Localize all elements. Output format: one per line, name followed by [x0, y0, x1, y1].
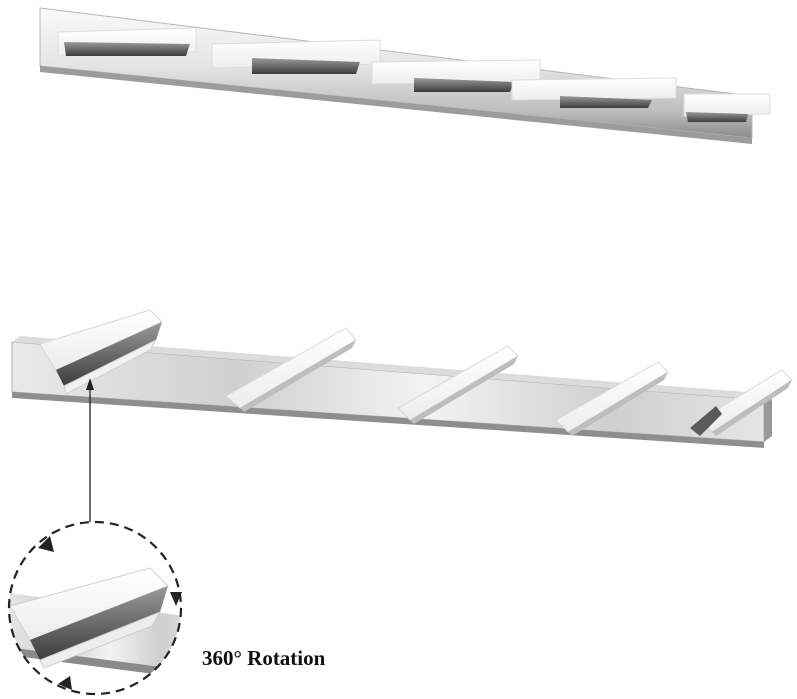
- shade-2: [225, 327, 357, 412]
- light-fixture-angled-view: [11, 309, 793, 448]
- pointer-arrow: [86, 378, 94, 522]
- shade-1: [39, 309, 163, 395]
- shade-3: [397, 345, 519, 424]
- backplate-top-edge: [12, 336, 772, 400]
- backplate-end: [764, 394, 772, 442]
- zoomed-detail: [9, 567, 181, 680]
- shade-4: [511, 77, 677, 108]
- rotation-arrows-icon: [38, 536, 182, 690]
- shade-1: [57, 27, 197, 57]
- shade-4: [555, 361, 669, 436]
- backplate-bottom-edge: [12, 392, 764, 448]
- shade-3: [371, 59, 541, 92]
- shade-5: [690, 369, 793, 436]
- rotation-caption: 360° Rotation: [202, 646, 326, 670]
- shade-5: [683, 93, 771, 122]
- light-fixture-front-view: [39, 7, 771, 144]
- detail-callout: [7, 520, 183, 696]
- backplate-edge: [40, 66, 752, 144]
